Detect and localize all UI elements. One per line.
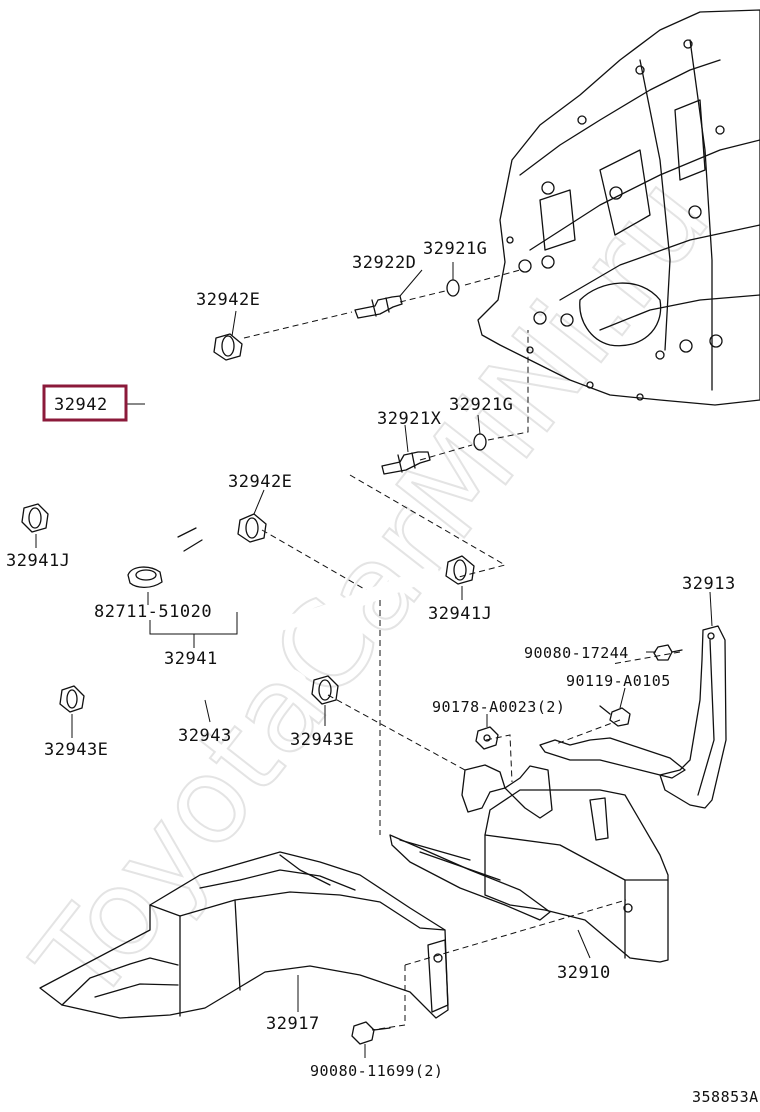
diagram-id: 358853A (692, 1088, 759, 1106)
label-90119-A0105[interactable]: 90119-A0105 (566, 672, 671, 690)
bolt-90080-17244[interactable] (653, 644, 683, 661)
clamp-32941J-left[interactable] (21, 503, 49, 533)
label-90080-17244[interactable]: 90080-17244 (524, 644, 629, 662)
label-32921G-mid[interactable]: 32921G (449, 395, 513, 415)
housing-bolts (506, 39, 725, 401)
label-32921G-top[interactable]: 32921G (423, 239, 487, 259)
highlight-box (42, 384, 128, 422)
clamp-32943E-right[interactable] (311, 675, 339, 705)
clamp-32942E-top[interactable] (213, 333, 243, 361)
label-32942E-top[interactable]: 32942E (196, 290, 260, 310)
label-32942[interactable]: 32942 (54, 395, 108, 415)
label-32941J-right[interactable]: 32941J (428, 604, 492, 624)
hose-32941[interactable] (53, 509, 439, 633)
bolt-90080-11699[interactable] (351, 1021, 391, 1045)
label-32942E-mid[interactable]: 32942E (228, 472, 292, 492)
clamp-82711-51020[interactable] (127, 566, 163, 589)
nut-90178-A0023[interactable] (475, 726, 499, 750)
label-32943E-left[interactable]: 32943E (44, 740, 108, 760)
union-32922D[interactable] (354, 295, 403, 319)
union-32921X[interactable] (381, 451, 431, 475)
label-32941J-left[interactable]: 32941J (6, 551, 70, 571)
clamp-32942E-mid[interactable] (237, 513, 267, 543)
label-32943[interactable]: 32943 (178, 726, 232, 746)
label-32941[interactable]: 32941 (164, 649, 218, 669)
label-90080-11699[interactable]: 90080-11699(2) (310, 1062, 443, 1080)
label-32943E-right[interactable]: 32943E (290, 730, 354, 750)
label-32922D[interactable]: 32922D (352, 253, 416, 273)
part-labels: 32942 32942E 32922D 32921G 32921X 32921G… (6, 239, 759, 1106)
bracket-32913[interactable] (539, 625, 727, 809)
leader-lines (35, 262, 713, 1058)
protector-32917[interactable] (39, 851, 449, 1019)
clamp-32943E-left[interactable] (59, 685, 85, 713)
label-32921X[interactable]: 32921X (377, 409, 442, 429)
label-32917[interactable]: 32917 (266, 1014, 320, 1034)
clamp-32941J-right[interactable] (445, 555, 475, 585)
label-32913[interactable]: 32913 (682, 574, 736, 594)
gasket-32921G-top[interactable] (446, 279, 460, 297)
bolt-90119-A0105[interactable] (599, 705, 631, 727)
transmission-housing (477, 9, 760, 406)
label-32910[interactable]: 32910 (557, 963, 611, 983)
label-82711-51020[interactable]: 82711-51020 (94, 602, 212, 622)
hose-32942[interactable] (143, 342, 239, 523)
label-90178-A0023[interactable]: 90178-A0023(2) (432, 698, 565, 716)
hose-32943[interactable] (92, 666, 306, 701)
canister-32910[interactable] (389, 764, 669, 963)
